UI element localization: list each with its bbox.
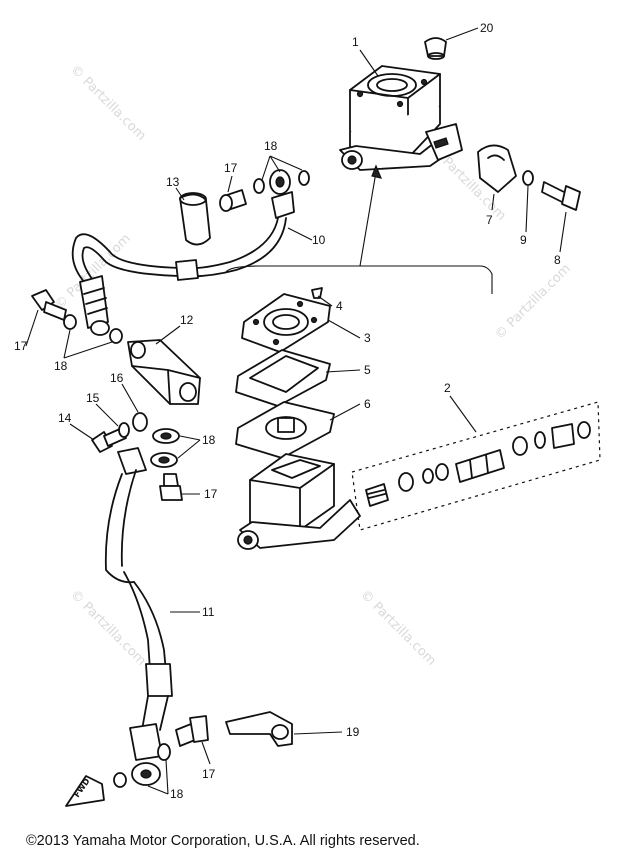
callout-18-middle: 18 bbox=[202, 433, 216, 447]
callout-7: 7 bbox=[486, 213, 493, 227]
callout-8: 8 bbox=[554, 253, 561, 267]
leader-lines bbox=[25, 27, 567, 795]
part-20-cap bbox=[424, 37, 447, 60]
callout-10: 10 bbox=[312, 233, 326, 247]
watermark: © Partzilla.com bbox=[67, 62, 149, 144]
watermark: © Partzilla.com bbox=[357, 587, 439, 669]
brake-master-cylinder-diagram: © Partzilla.com © Partzilla.com © Partzi… bbox=[14, 21, 601, 807]
callout-numbers: 1 2 3 4 5 6 7 8 9 10 11 12 13 14 15 16 1… bbox=[14, 21, 561, 801]
callout-18-bottom: 18 bbox=[170, 787, 184, 801]
callout-3: 3 bbox=[364, 331, 371, 345]
forward-arrow: FWD bbox=[65, 775, 105, 807]
callout-17-left: 17 bbox=[14, 339, 28, 353]
callout-9: 9 bbox=[520, 233, 527, 247]
callout-19: 19 bbox=[346, 725, 360, 739]
callout-13: 13 bbox=[166, 175, 180, 189]
callout-15: 15 bbox=[86, 391, 100, 405]
callout-18-top: 18 bbox=[264, 139, 278, 153]
handlebar-clamp-parts bbox=[477, 144, 581, 211]
exploded-cylinder-body bbox=[237, 453, 361, 550]
left-bolt-parts bbox=[31, 289, 123, 344]
callout-14: 14 bbox=[58, 411, 72, 425]
callout-16: 16 bbox=[110, 371, 124, 385]
callout-2: 2 bbox=[444, 381, 451, 395]
callout-12: 12 bbox=[180, 313, 194, 327]
callout-20: 20 bbox=[480, 21, 494, 35]
callout-18-left: 18 bbox=[54, 359, 68, 373]
callout-5: 5 bbox=[364, 363, 371, 377]
callout-17-top: 17 bbox=[224, 161, 238, 175]
lower-bolt-17 bbox=[175, 715, 209, 747]
copyright-notice: ©2013 Yamaha Motor Corporation, U.S.A. A… bbox=[26, 833, 420, 849]
exploded-view-bracket bbox=[225, 164, 493, 294]
part-10-brake-hose bbox=[71, 191, 295, 336]
watermark: © Partzilla.com bbox=[492, 261, 574, 343]
union-bolt-parts bbox=[91, 412, 183, 501]
part-2-piston-kit bbox=[351, 395, 601, 531]
callout-17-bottom: 17 bbox=[202, 767, 216, 781]
part-19-bracket bbox=[225, 711, 293, 747]
callout-4: 4 bbox=[336, 299, 343, 313]
callout-11: 11 bbox=[202, 605, 215, 619]
part-11-brake-hose bbox=[104, 447, 173, 788]
callout-17-middle: 17 bbox=[204, 487, 218, 501]
banjo-top-parts bbox=[179, 169, 310, 246]
exploded-cap-parts bbox=[235, 287, 335, 459]
part-12-union bbox=[127, 339, 201, 405]
callout-6: 6 bbox=[364, 397, 371, 411]
callout-1: 1 bbox=[352, 35, 359, 49]
master-cylinder-assembly bbox=[339, 65, 463, 171]
